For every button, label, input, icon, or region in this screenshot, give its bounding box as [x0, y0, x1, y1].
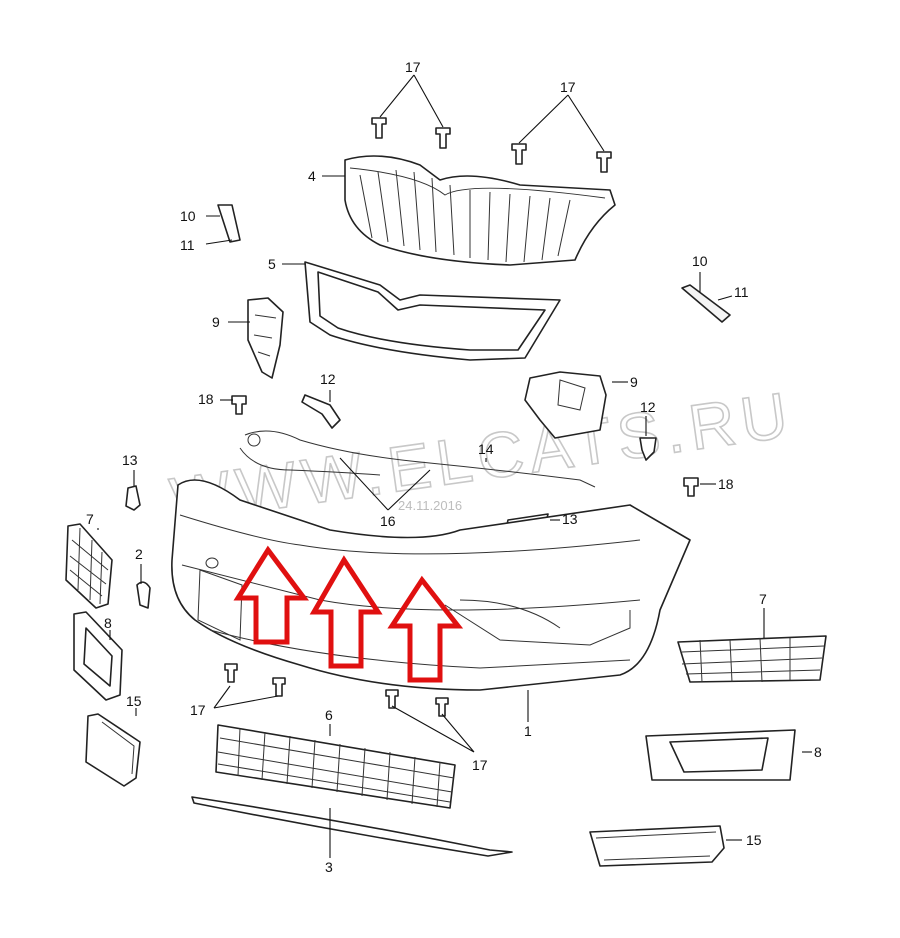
callout-11-left: 11 — [180, 237, 195, 253]
callout-10-right: 10 — [692, 253, 708, 269]
part-10-right-bracket — [681, 284, 731, 323]
callout-labels: 17 17 4 10 11 5 10 11 9 12 9 18 12 14 13… — [86, 59, 822, 875]
part-5-grille-frame — [304, 261, 561, 361]
part-7-right-side-grille — [677, 635, 827, 683]
callout-4: 4 — [308, 168, 316, 184]
part-2-plug — [136, 581, 151, 609]
callout-1: 1 — [524, 723, 532, 739]
callout-17-top-right: 17 — [560, 79, 576, 95]
highlight-arrow-center — [309, 555, 383, 669]
part-17-upper-screws — [371, 117, 612, 173]
part-4-upper-grille — [344, 155, 616, 266]
callout-3: 3 — [325, 859, 333, 875]
part-18-right-bolt — [683, 477, 699, 497]
callout-18-left: 18 — [198, 391, 214, 407]
part-3-lower-strip — [191, 796, 513, 857]
callout-12-right: 12 — [640, 399, 656, 415]
part-12-left-clip — [301, 394, 341, 429]
part-13-left-cover — [125, 485, 141, 511]
part-7-left-side-grille — [65, 523, 113, 609]
callout-13-right: 13 — [562, 511, 578, 527]
callout-13-left: 13 — [122, 452, 138, 468]
callout-17-bottom-right: 17 — [472, 757, 488, 773]
callout-8-right: 8 — [814, 744, 822, 760]
callout-10-left: 10 — [180, 208, 196, 224]
callout-16: 16 — [380, 513, 396, 529]
callout-17-top-left: 17 — [405, 59, 421, 75]
part-17-lower-screws — [224, 663, 449, 717]
callout-5: 5 — [268, 256, 276, 272]
part-12-right-clip — [639, 437, 657, 461]
highlight-arrows — [233, 545, 464, 683]
part-6-lower-grille — [215, 724, 456, 809]
callout-11-right: 11 — [734, 284, 749, 300]
callout-7-left: 7 — [86, 511, 94, 527]
callout-9-left: 9 — [212, 314, 220, 330]
part-10-left-bracket — [217, 204, 241, 243]
part-18-left-bolt — [231, 395, 247, 415]
part-15-left-fog-lamp — [85, 713, 141, 787]
callout-17-bottom-left: 17 — [190, 702, 206, 718]
callout-12-left: 12 — [320, 371, 336, 387]
callout-8-left: 8 — [104, 615, 112, 631]
part-15-right-fog-lamp — [589, 825, 725, 867]
part-1-bumper-cover — [171, 479, 691, 691]
callout-15-left: 15 — [126, 693, 142, 709]
callout-6: 6 — [325, 707, 333, 723]
part-8-right-trim — [645, 729, 796, 781]
callout-14: 14 — [478, 441, 494, 457]
callout-9-right: 9 — [630, 374, 638, 390]
leader-lines — [97, 74, 812, 858]
part-9-right-bracket — [524, 371, 607, 439]
callout-7-right: 7 — [759, 591, 767, 607]
part-14-wiring-harness — [239, 430, 596, 488]
highlight-arrow-left — [233, 545, 309, 645]
callout-2: 2 — [135, 546, 143, 562]
callout-18-right: 18 — [718, 476, 734, 492]
callout-15-right: 15 — [746, 832, 762, 848]
highlight-arrow-right — [387, 575, 464, 683]
date-stamp: 24.11.2016 — [398, 498, 462, 513]
part-8-left-trim — [73, 611, 123, 701]
part-9-left-bracket — [247, 297, 284, 379]
